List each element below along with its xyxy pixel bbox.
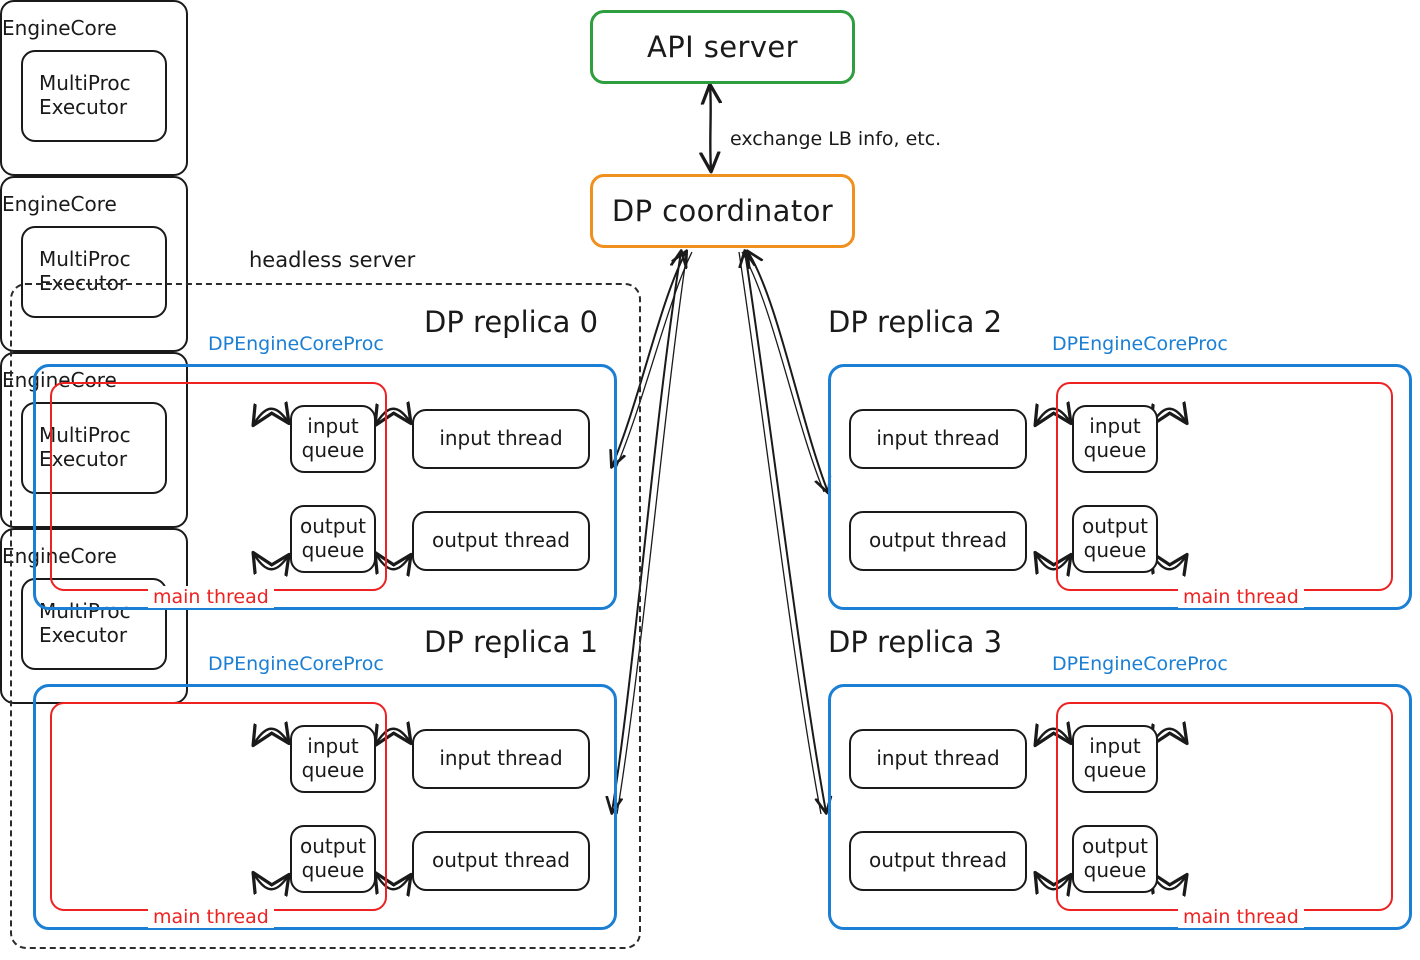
replica-1-engine-core-label: EngineCore [2,192,117,216]
replica-3-output-queue[interactable]: output queue [1072,825,1158,893]
dp-coordinator-node[interactable]: DP coordinator [590,174,855,248]
replica-1-proc-label: DPEngineCoreProc [208,653,384,675]
replica-0-main-thread-label: main thread [148,586,274,608]
headless-server-boundary [10,283,641,949]
replica-1-output-thread[interactable]: output thread [412,831,590,891]
replica-3-title: DP replica 3 [828,625,1003,659]
replica-2-multiproc-executor[interactable]: MultiProc Executor [21,402,167,494]
replica-3-output-thread[interactable]: output thread [849,831,1027,891]
replica-2-output-queue[interactable]: output queue [1072,505,1158,573]
replica-2-output-thread[interactable]: output thread [849,511,1027,571]
replica-0-input-queue[interactable]: input queue [290,405,376,473]
replica-2-proc-label: DPEngineCoreProc [1052,333,1228,355]
replica-3-input-thread[interactable]: input thread [849,729,1027,789]
replica-1-input-queue[interactable]: input queue [290,725,376,793]
replica-0-input-thread[interactable]: input thread [412,409,590,469]
replica-0-multiproc-executor[interactable]: MultiProc Executor [21,50,167,142]
api-server-node[interactable]: API server [590,10,855,84]
edge-label-exchange-lb-info: exchange LB info, etc. [730,128,942,150]
arrow-coordinator-replica-2 [741,252,828,492]
replica-0-proc-boundary [33,364,617,610]
replica-2-title: DP replica 2 [828,305,1003,339]
replica-3-input-queue[interactable]: input queue [1072,725,1158,793]
replica-0-proc-label: DPEngineCoreProc [208,333,384,355]
replica-0-output-thread[interactable]: output thread [412,511,590,571]
replica-2-input-queue[interactable]: input queue [1072,405,1158,473]
arrow-coordinator-api [710,86,711,170]
replica-2-proc-boundary [828,364,1412,610]
replica-1-input-thread[interactable]: input thread [412,729,590,789]
replica-1-output-queue[interactable]: output queue [290,825,376,893]
replica-0-title: DP replica 0 [424,305,599,339]
replica-1-engine-core[interactable]: EngineCore MultiProc Executor [0,176,188,352]
replica-1-proc-boundary [33,684,617,930]
replica-1-title: DP replica 1 [424,625,599,659]
replica-3-multiproc-executor[interactable]: MultiProc Executor [21,578,167,670]
replica-1-main-thread-label: main thread [148,906,274,928]
replica-3-main-thread-label: main thread [1178,906,1304,928]
replica-0-engine-core[interactable]: EngineCore MultiProc Executor [0,0,188,176]
replica-3-engine-core[interactable]: EngineCore MultiProc Executor [0,528,188,704]
arrow-coordinator-replica-3 [738,252,826,814]
replica-0-engine-core-label: EngineCore [2,16,117,40]
replica-3-engine-core-label: EngineCore [2,544,117,568]
replica-1-multiproc-executor[interactable]: MultiProc Executor [21,226,167,318]
replica-2-input-thread[interactable]: input thread [849,409,1027,469]
replica-0-output-queue[interactable]: output queue [290,505,376,573]
replica-3-proc-boundary [828,684,1412,930]
replica-3-proc-label: DPEngineCoreProc [1052,653,1228,675]
headless-server-label: headless server [249,248,416,272]
replica-2-main-thread-label: main thread [1178,586,1304,608]
